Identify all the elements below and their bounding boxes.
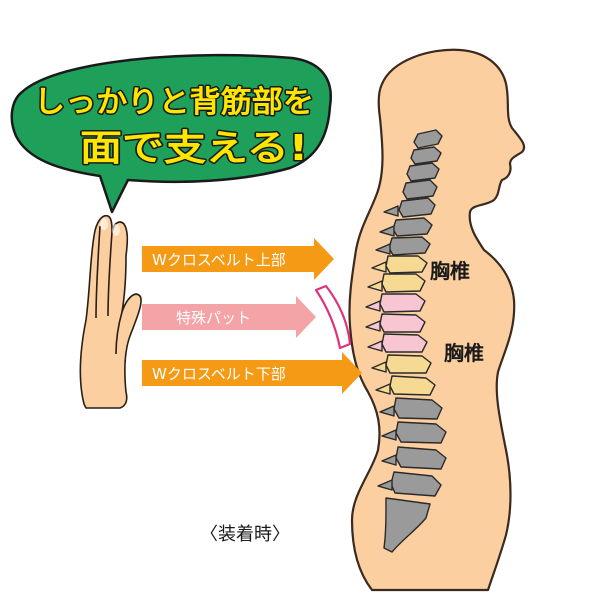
arrow-upper: Wクロスベルト上部 bbox=[142, 238, 334, 280]
arrow-lower: Wクロスベルト下部 bbox=[142, 352, 362, 394]
pad-icon bbox=[314, 284, 352, 350]
arrow-pad-label: 特殊パット bbox=[176, 309, 251, 327]
arrow-lower-label: Wクロスベルト下部 bbox=[152, 365, 286, 383]
spinous-processes bbox=[365, 205, 399, 491]
bubble-line-2: 面で支える! bbox=[80, 128, 308, 169]
vertebrae-cervical bbox=[398, 129, 443, 218]
spine bbox=[365, 129, 447, 553]
vertebrae-thoracic-upper bbox=[388, 217, 433, 256]
body-silhouette bbox=[348, 48, 526, 592]
sacrum bbox=[383, 497, 431, 553]
arrow-upper-label: Wクロスベルト上部 bbox=[152, 251, 286, 269]
spine-label-upper: 胸椎 bbox=[430, 259, 470, 283]
spine-label-lower: 胸椎 bbox=[444, 341, 484, 365]
hand-icon bbox=[79, 214, 142, 409]
bubble-line-1: しっかりと背筋部を bbox=[34, 85, 314, 120]
vertebrae-thoracic-mid bbox=[379, 255, 436, 396]
caption: 〈装着時〉 bbox=[200, 524, 290, 545]
speech-bubble bbox=[10, 53, 332, 214]
arrow-pad: 特殊パット bbox=[142, 296, 316, 338]
